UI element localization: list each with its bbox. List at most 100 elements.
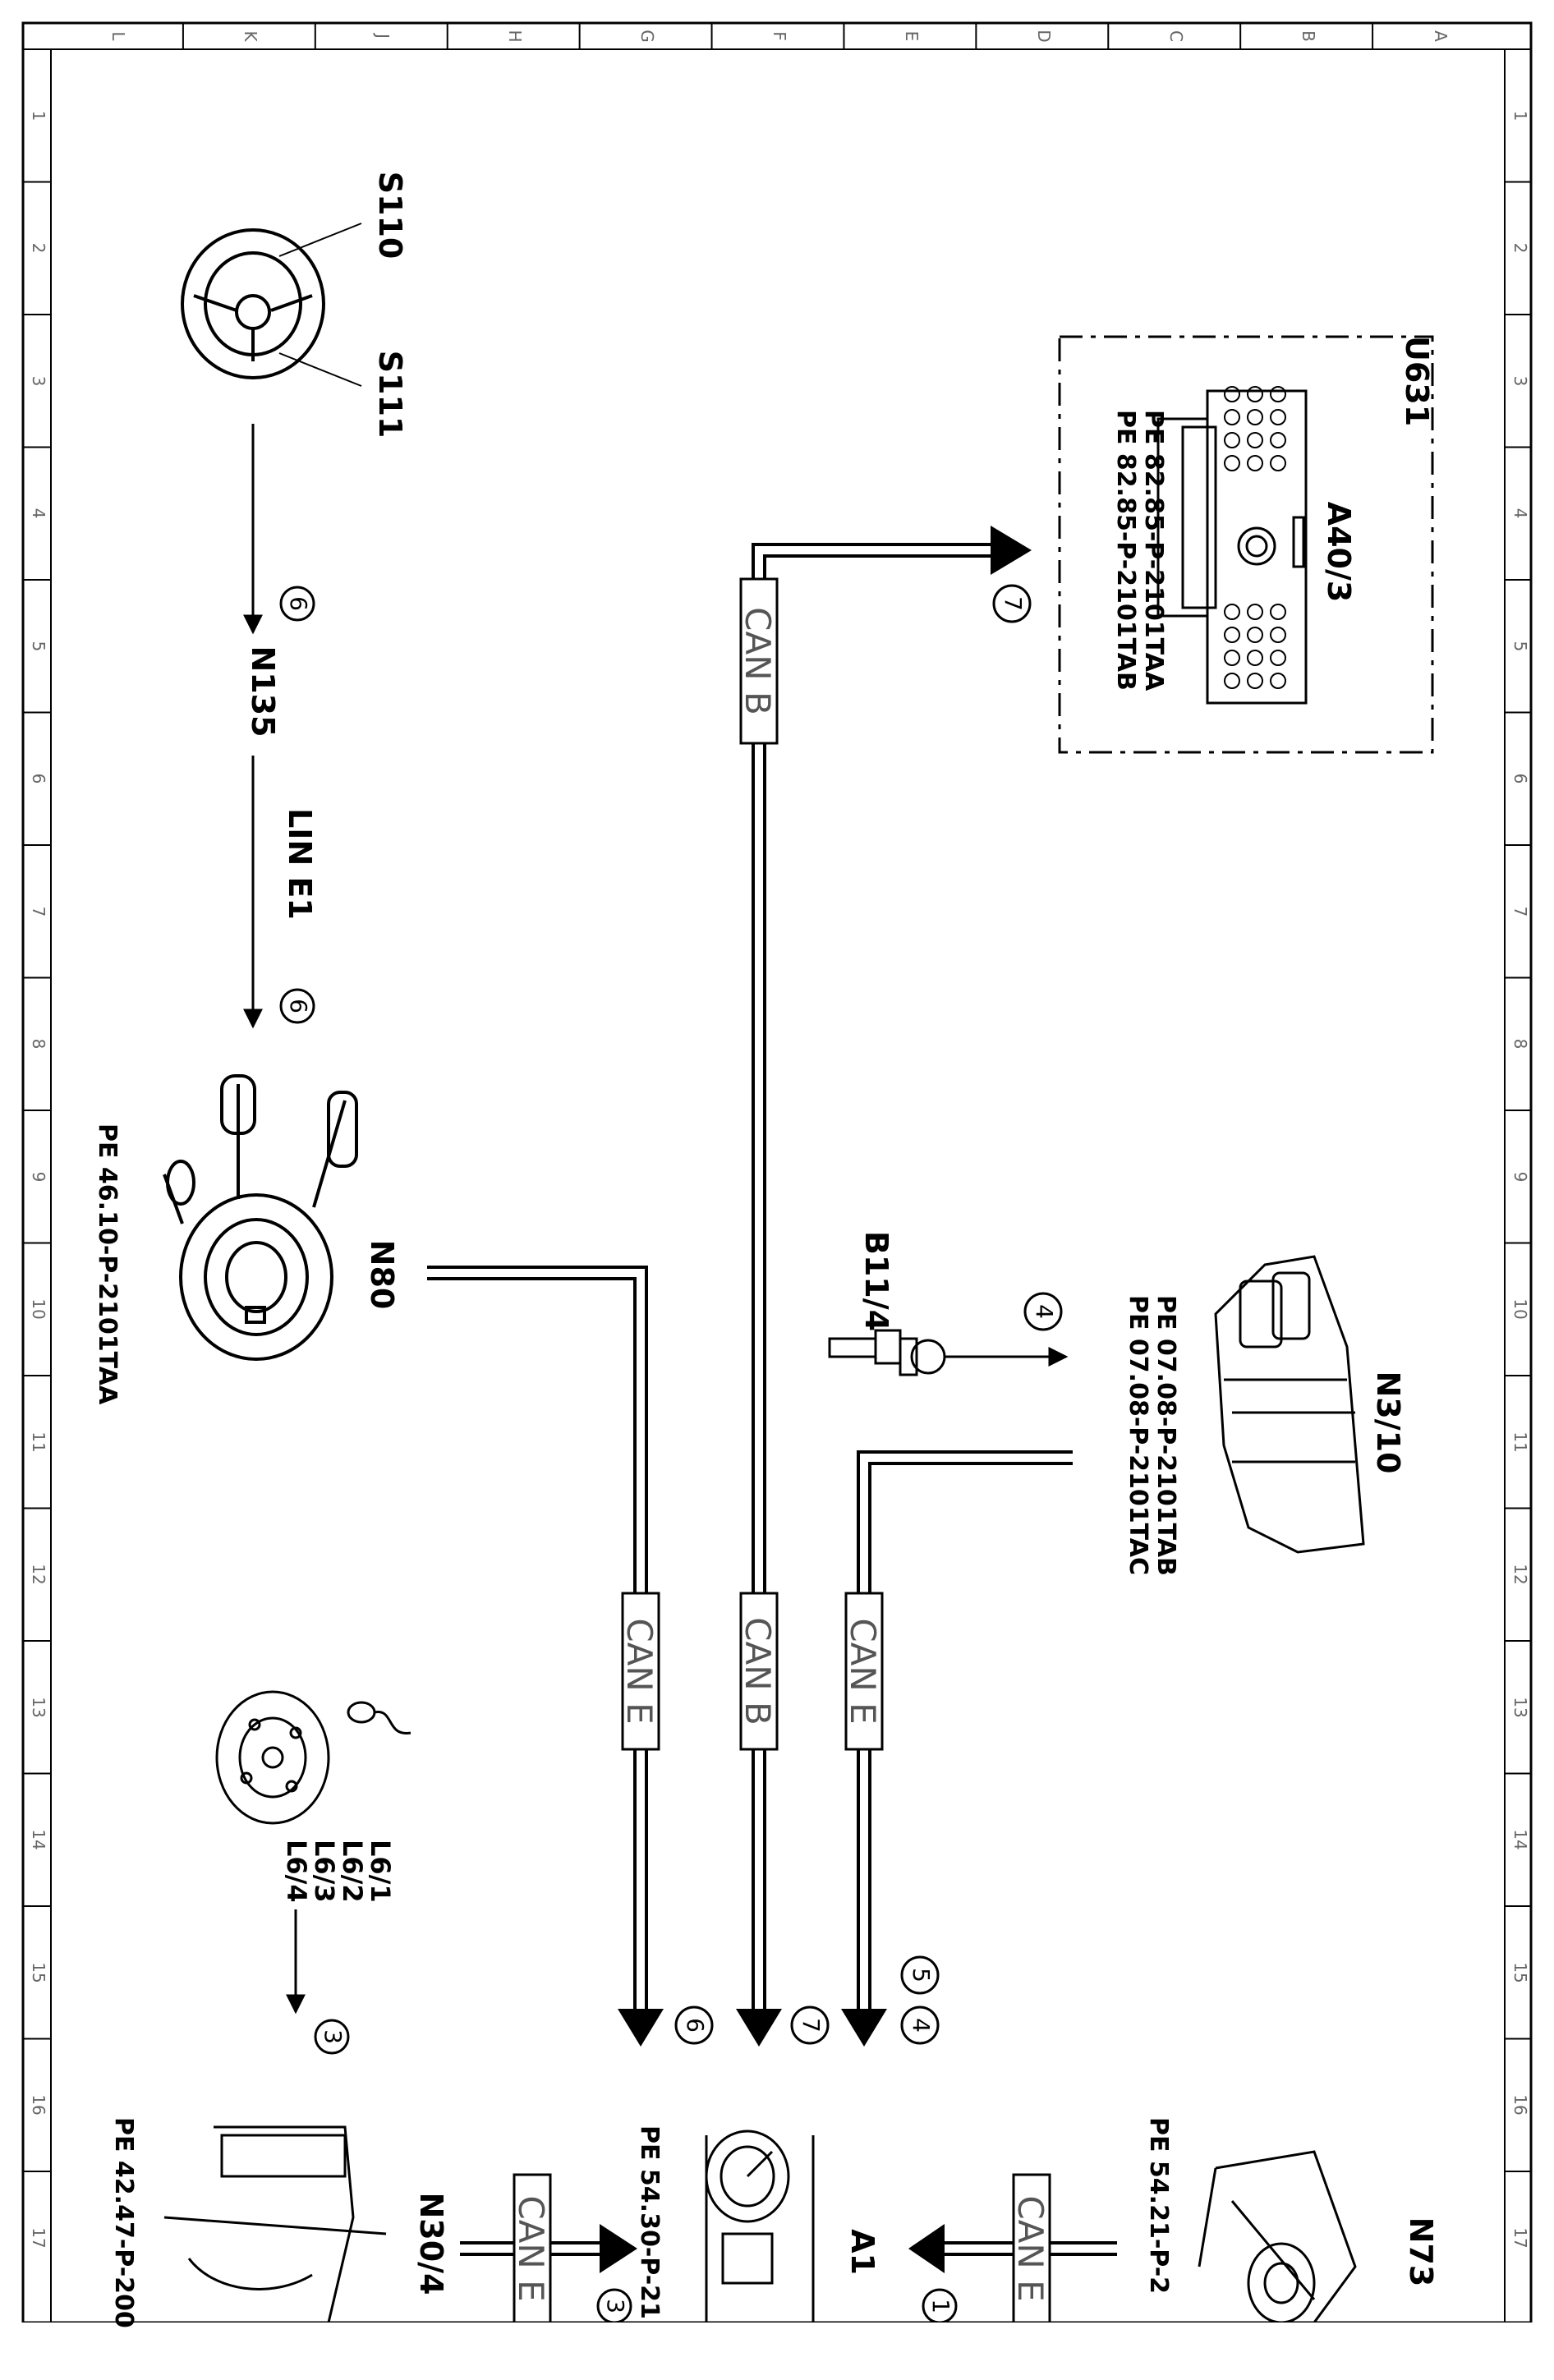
row-label: 12: [29, 1564, 48, 1585]
label-a40-3: A40/3: [1321, 501, 1357, 603]
head-unit-button: [1270, 604, 1286, 620]
head-unit-button: [1224, 604, 1240, 620]
row-label: 17: [29, 2227, 48, 2249]
ref-n30-4: PE 42.47-P-200: [109, 2117, 138, 2328]
row-label: 14: [29, 1829, 48, 1850]
signal-4a: 4: [908, 2018, 935, 2033]
signal-badge-3b: [596, 2288, 632, 2323]
can-b-bottom-arrowhead: [736, 2009, 782, 2047]
row-ticks: [23, 181, 1531, 2172]
head-unit-button: [1247, 409, 1263, 425]
row-label: 6: [29, 773, 48, 784]
column-label: L: [108, 31, 129, 41]
row-label: 16: [29, 2094, 48, 2116]
signal-6b: 6: [285, 999, 312, 1013]
can-b-label-box-mid: [739, 1592, 779, 1751]
ignition-switch-icon: [1198, 2150, 1357, 2323]
signal-6c: 6: [682, 2018, 709, 2033]
column-label: B: [1298, 30, 1318, 42]
can-e-right-arrowhead: [841, 2009, 887, 2047]
signal-badge-5: [900, 1955, 940, 1995]
row-label: 9: [1510, 1171, 1530, 1183]
signal-7a: 7: [1000, 596, 1027, 611]
row-label: 1: [29, 110, 48, 122]
label-lin-e1: LIN E1: [282, 808, 318, 920]
row-label: 7: [1510, 906, 1530, 917]
label-can-e-a1: CAN E: [1010, 2195, 1051, 2302]
row-label: 10: [29, 1298, 48, 1320]
row-label: 1: [1510, 110, 1530, 122]
column-label: D: [1033, 30, 1054, 43]
label-l6: L6/1 L6/2 L6/3 L6/4: [281, 1840, 396, 1903]
can-e-right-wire: [857, 1450, 1073, 2025]
ref-a40-3-a: PE 82.85-P-2101TAA: [1139, 410, 1168, 691]
label-s111: S111: [372, 350, 408, 439]
ref-n80: PE 46.10-P-2101TAA: [93, 1123, 122, 1405]
head-unit-button: [1224, 432, 1240, 448]
label-n3-10: N3/10: [1370, 1371, 1406, 1474]
row-label: 2: [29, 242, 48, 254]
row-label: 12: [1510, 1564, 1530, 1585]
can-e-label-box-a1: [1012, 2173, 1051, 2323]
row-label: 2: [1510, 242, 1530, 254]
signal-badge-6b: [279, 988, 315, 1024]
can-e-left-arrowhead: [618, 2009, 664, 2047]
row-label: 13: [29, 1697, 48, 1718]
row-label: 8: [1510, 1038, 1530, 1050]
head-unit-button: [1270, 409, 1286, 425]
row-label: 15: [1510, 1962, 1530, 1983]
row-label: 3: [29, 375, 48, 387]
wiring-diagram: [21, 21, 1533, 2323]
label-can-e-right: CAN E: [843, 1618, 883, 1725]
signal-5: 5: [908, 1968, 935, 1983]
column-label: K: [241, 30, 261, 42]
ref-a1: PE 54.30-P-21: [635, 2125, 664, 2319]
can-b-label-box-top: [739, 577, 779, 745]
head-unit-button: [1270, 432, 1286, 448]
signal-badge-6c: [674, 2006, 714, 2045]
row-label: 9: [29, 1171, 48, 1183]
signal-badge-1: [922, 2288, 958, 2323]
row-label: 5: [29, 641, 48, 652]
signal-3b: 3: [602, 2299, 629, 2313]
head-unit-button: [1247, 673, 1263, 689]
head-unit-icon: [1156, 389, 1308, 705]
row-label: 4: [29, 508, 48, 519]
steering-wheel-icon: [181, 223, 362, 387]
label-n135: N135: [245, 646, 281, 737]
head-unit-button: [1224, 455, 1240, 471]
can-e-label-box-left: [621, 1592, 660, 1751]
head-unit-button: [1247, 604, 1263, 620]
label-can-b-top: CAN B: [738, 607, 778, 715]
u631-dashed-box: [1058, 335, 1434, 754]
column-label: H: [505, 30, 526, 43]
can-e-label-box-right: [844, 1592, 884, 1751]
column-label: F: [770, 31, 789, 41]
ref-a40-3-b: PE 82.85-P-2101TAB: [1111, 410, 1140, 691]
signal-3a: 3: [320, 2029, 347, 2044]
can-e-left-wire: [427, 1266, 648, 2025]
row-label: 4: [1510, 508, 1530, 519]
can-b-top-arrowhead: [991, 526, 1032, 575]
row-label: 16: [1510, 2094, 1530, 2116]
signal-badge-7b: [790, 2006, 830, 2045]
column-label: C: [1166, 30, 1186, 42]
label-can-e-n30-4: CAN E: [511, 2195, 551, 2302]
signal-badge-6a: [279, 586, 315, 622]
outer-frame: [21, 21, 1533, 2323]
column-label: E: [901, 30, 922, 42]
head-unit-button: [1247, 386, 1263, 402]
head-unit-button: [1224, 650, 1240, 666]
row-label: 11: [29, 1431, 48, 1453]
row-label: 8: [29, 1038, 48, 1050]
head-unit-button: [1224, 673, 1240, 689]
signal-4b: 4: [1031, 1304, 1058, 1319]
can-e-n30-4-arrowhead: [600, 2224, 637, 2273]
row-label: 17: [1510, 2227, 1530, 2249]
head-unit-button: [1247, 455, 1263, 471]
head-unit-button: [1270, 650, 1286, 666]
row-label: 3: [1510, 375, 1530, 387]
ref-n73: PE 54.21-P-2: [1144, 2117, 1173, 2295]
head-unit-button: [1270, 627, 1286, 643]
label-u631: U631: [1399, 336, 1435, 427]
